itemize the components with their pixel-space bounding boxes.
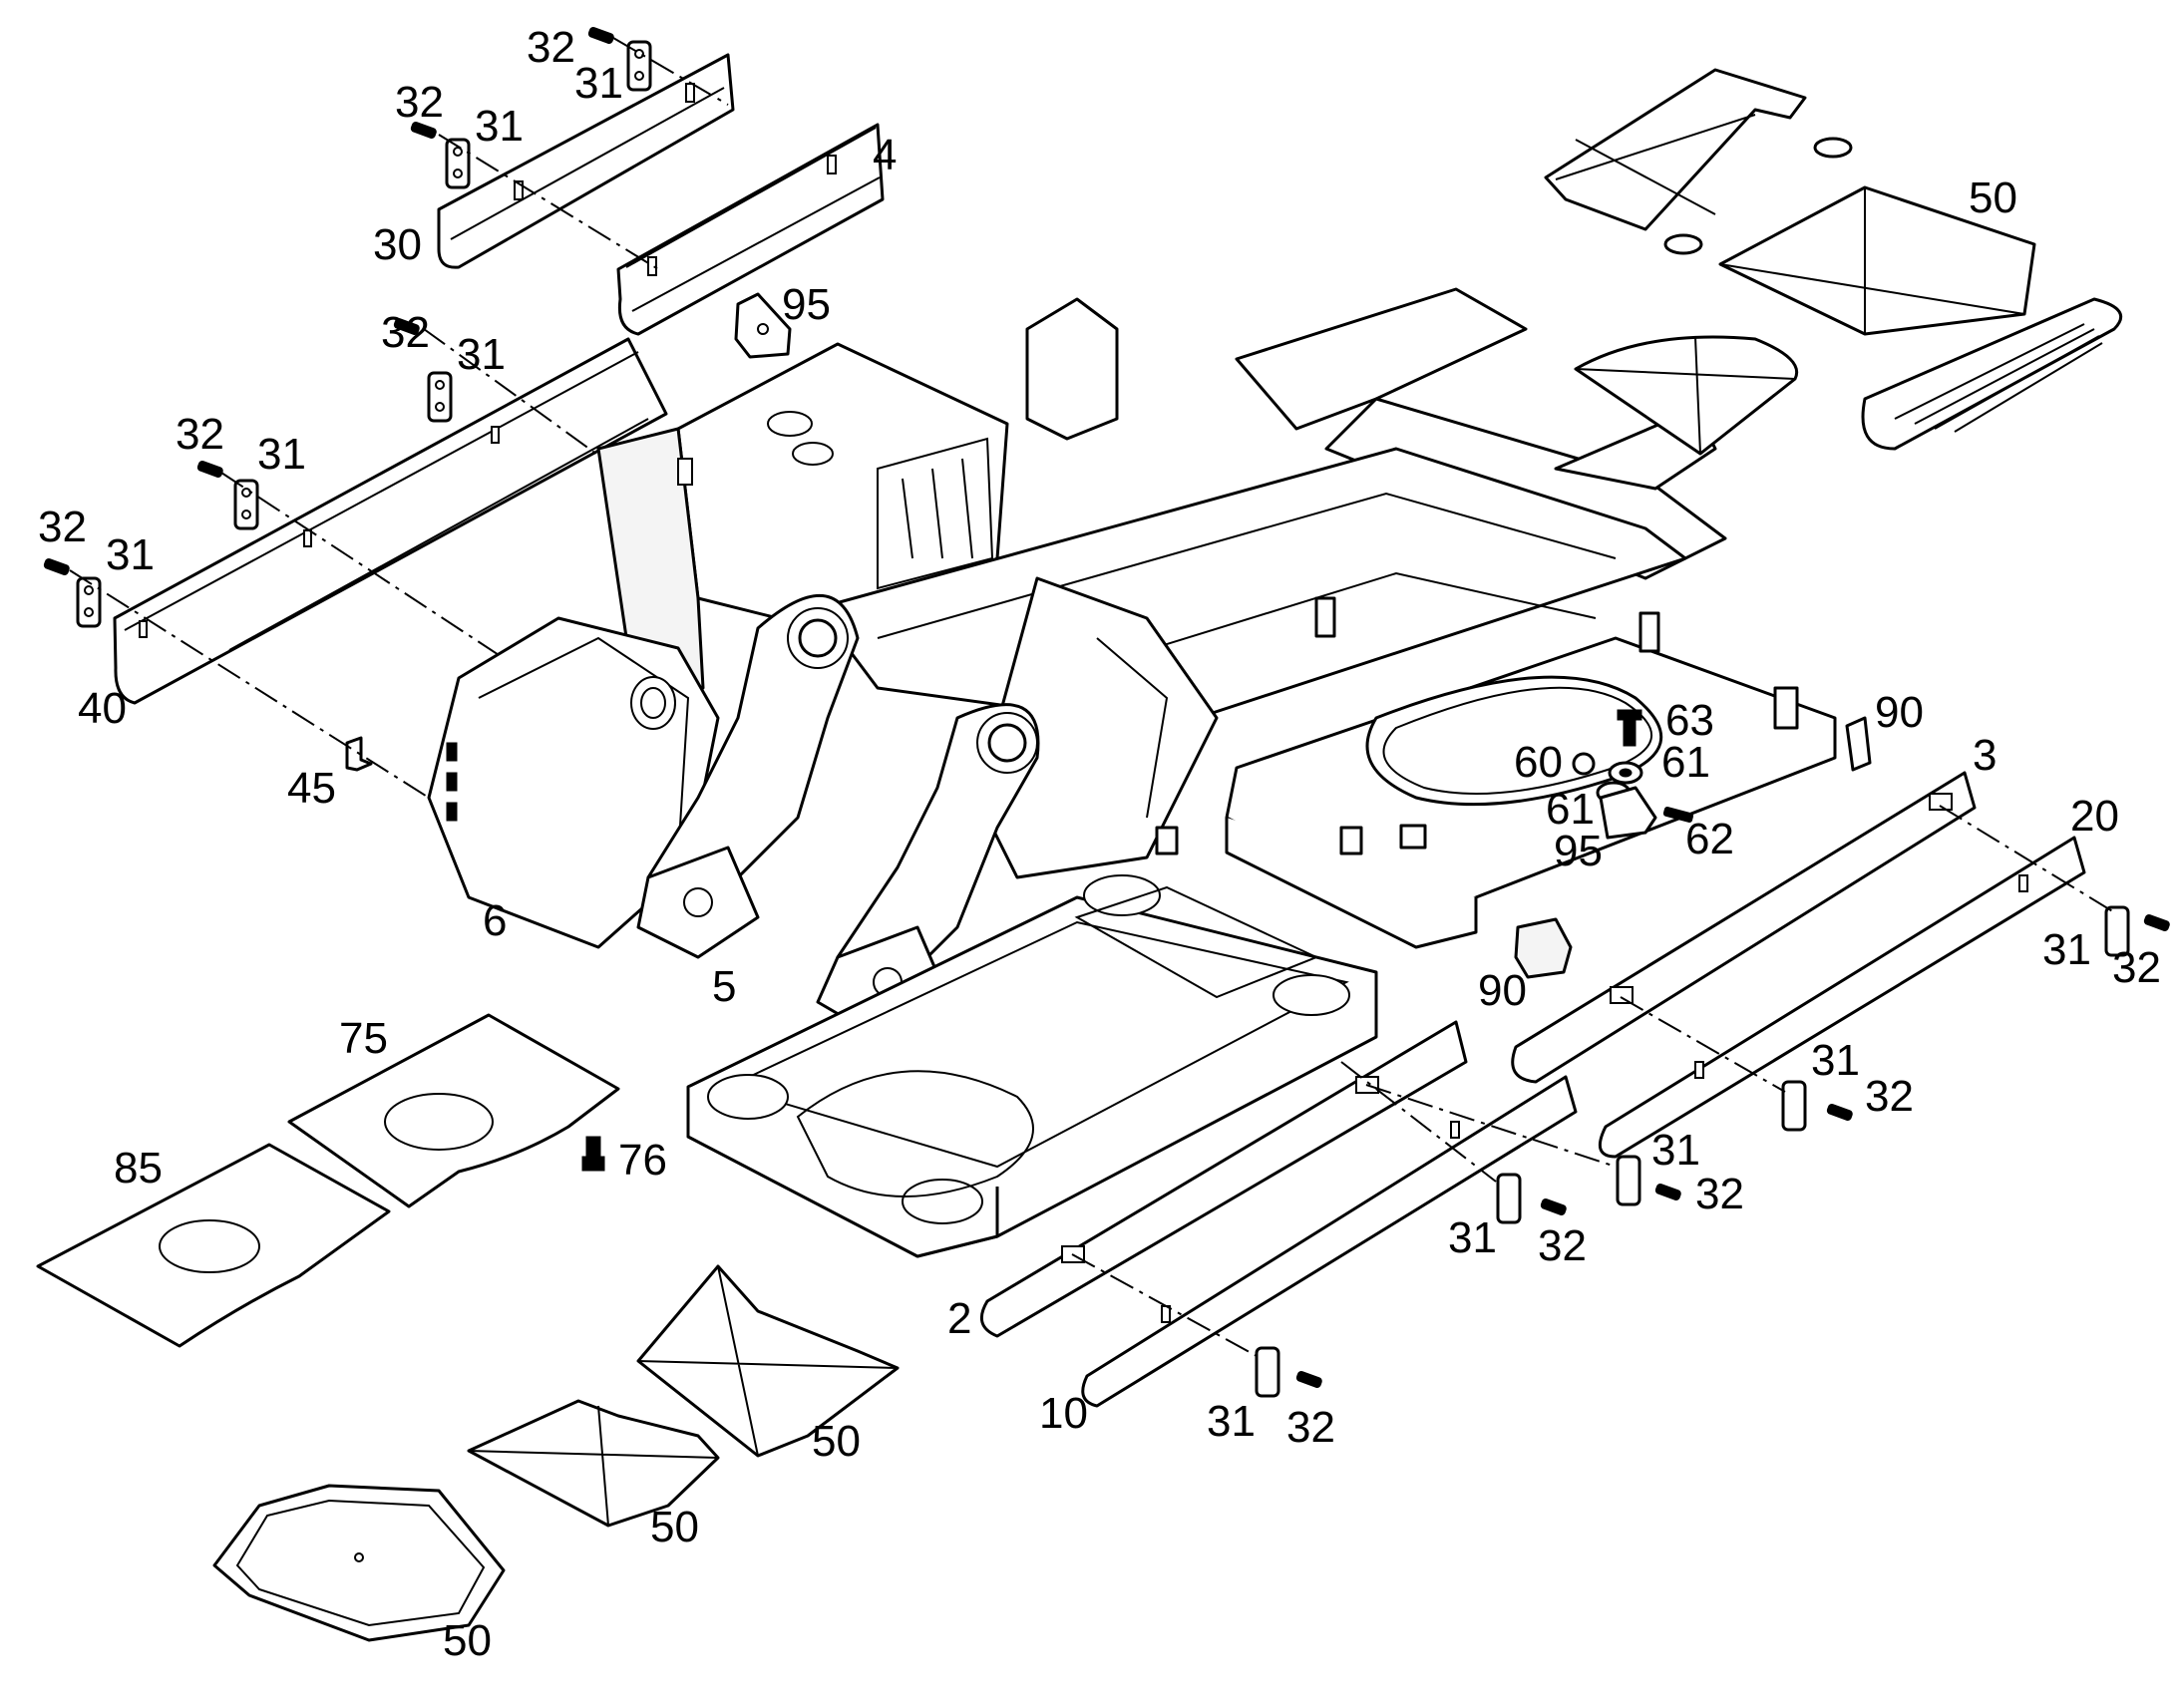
bolt-32-a <box>410 121 437 139</box>
callout-60: 60 <box>1514 738 1563 787</box>
callout-31-b: 31 <box>457 330 506 379</box>
cover-plate-40 <box>113 337 668 705</box>
callout-50-b: 50 <box>650 1503 699 1551</box>
bolt-63 <box>1617 709 1642 747</box>
callout-32-a: 32 <box>395 78 444 127</box>
callout-32-d: 32 <box>38 503 87 551</box>
callout-40: 40 <box>78 684 127 733</box>
callout-50-c: 50 <box>443 1616 492 1665</box>
washer-31-e <box>2104 905 2130 957</box>
washer-31-a <box>445 138 471 189</box>
washer-31-d <box>76 576 102 628</box>
grille-50 <box>1861 297 2123 451</box>
callout-45: 45 <box>287 764 336 813</box>
callout-31-g: 31 <box>1651 1126 1700 1175</box>
assembly-lines-right <box>1071 805 2115 1357</box>
bolt-32-g <box>1654 1183 1681 1200</box>
washer-31-c <box>233 479 259 530</box>
bolt-32-i <box>1295 1370 1322 1388</box>
callout-31-f: 31 <box>1811 1036 1860 1085</box>
bolt-32-c <box>196 460 223 478</box>
callout-31-top: 31 <box>574 59 623 108</box>
bolt-32-d <box>43 557 70 575</box>
callout-20: 20 <box>2070 792 2119 841</box>
cover-50-bottom-c <box>212 1484 506 1642</box>
callout-32-h: 32 <box>1538 1221 1587 1270</box>
bolt-32-e <box>2143 913 2170 931</box>
callout-5: 5 <box>712 962 736 1011</box>
callout-31-c: 31 <box>257 430 306 479</box>
callout-31-a: 31 <box>475 102 524 151</box>
bolt-76 <box>581 1136 605 1172</box>
callout-31-h: 31 <box>1448 1213 1497 1262</box>
callout-50-a: 50 <box>812 1417 861 1466</box>
callout-90-right: 90 <box>1875 688 1924 737</box>
callout-75: 75 <box>339 1014 388 1063</box>
cover-50-bottom-b <box>467 1399 720 1528</box>
callout-61-b: 61 <box>1546 785 1595 834</box>
callout-76: 76 <box>618 1136 667 1185</box>
bracket-95-top <box>734 292 792 359</box>
cover-plate-4 <box>616 123 885 336</box>
callout-85: 85 <box>114 1144 163 1193</box>
callout-31-e: 31 <box>2042 925 2091 974</box>
callout-32-c: 32 <box>176 410 224 459</box>
callout-31-d: 31 <box>106 530 155 579</box>
callout-3: 3 <box>1973 731 1997 780</box>
plate-85 <box>36 1143 391 1348</box>
callout-61-a: 61 <box>1661 738 1710 787</box>
callout-32-top: 32 <box>527 23 575 72</box>
nut-60 <box>1572 752 1596 776</box>
washer-31-b <box>427 371 453 423</box>
bolt-32-top <box>587 26 614 44</box>
cover-plate-30 <box>437 53 735 269</box>
washer-31-top <box>626 40 652 92</box>
callout-31-i: 31 <box>1207 1397 1256 1446</box>
cover-50-bottom-a <box>636 1264 900 1458</box>
tank-6 <box>427 342 1009 949</box>
washer-31-i <box>1255 1346 1280 1398</box>
callout-30: 30 <box>373 220 422 269</box>
callout-labels: 32 31 32 31 4 30 95 32 31 32 31 32 31 40… <box>38 23 2161 1665</box>
cover-50-top-a <box>1544 68 1853 255</box>
bracket-90-mid <box>1514 917 1573 979</box>
washer-31-h <box>1496 1173 1522 1224</box>
bolt-32-b <box>393 317 420 335</box>
callout-50-top: 50 <box>1969 173 2017 222</box>
washer-61-a <box>1608 761 1643 785</box>
callout-63: 63 <box>1665 696 1714 745</box>
cover-50-top-c <box>1574 335 1798 456</box>
callout-62: 62 <box>1685 815 1734 863</box>
plate-75 <box>287 1013 620 1208</box>
callout-32-b: 32 <box>381 308 430 357</box>
callout-95-mid: 95 <box>1554 827 1603 875</box>
bolt-62 <box>1662 806 1694 824</box>
callout-32-f: 32 <box>1865 1072 1914 1121</box>
cover-50-top-b <box>1718 185 2036 336</box>
callout-32-i: 32 <box>1286 1403 1335 1452</box>
callout-10: 10 <box>1039 1389 1088 1438</box>
bolt-32-f <box>1826 1103 1853 1121</box>
callout-90-mid: 90 <box>1478 966 1527 1015</box>
bracket-90-right <box>1845 716 1872 772</box>
callout-4: 4 <box>873 131 897 179</box>
bracket-95-mid <box>1599 786 1657 840</box>
callout-2: 2 <box>947 1294 971 1343</box>
bolt-32-h <box>1540 1197 1567 1215</box>
side-rail-20 <box>1598 836 2086 1159</box>
callout-32-e: 32 <box>2112 943 2161 992</box>
callout-32-g: 32 <box>1695 1170 1744 1218</box>
washer-31-g <box>1616 1155 1641 1206</box>
main-frame <box>636 287 1837 1258</box>
callout-6: 6 <box>483 896 507 945</box>
side-rail-3 <box>1511 771 1977 1084</box>
callout-95-top: 95 <box>782 280 831 329</box>
washer-31-f <box>1781 1080 1807 1132</box>
